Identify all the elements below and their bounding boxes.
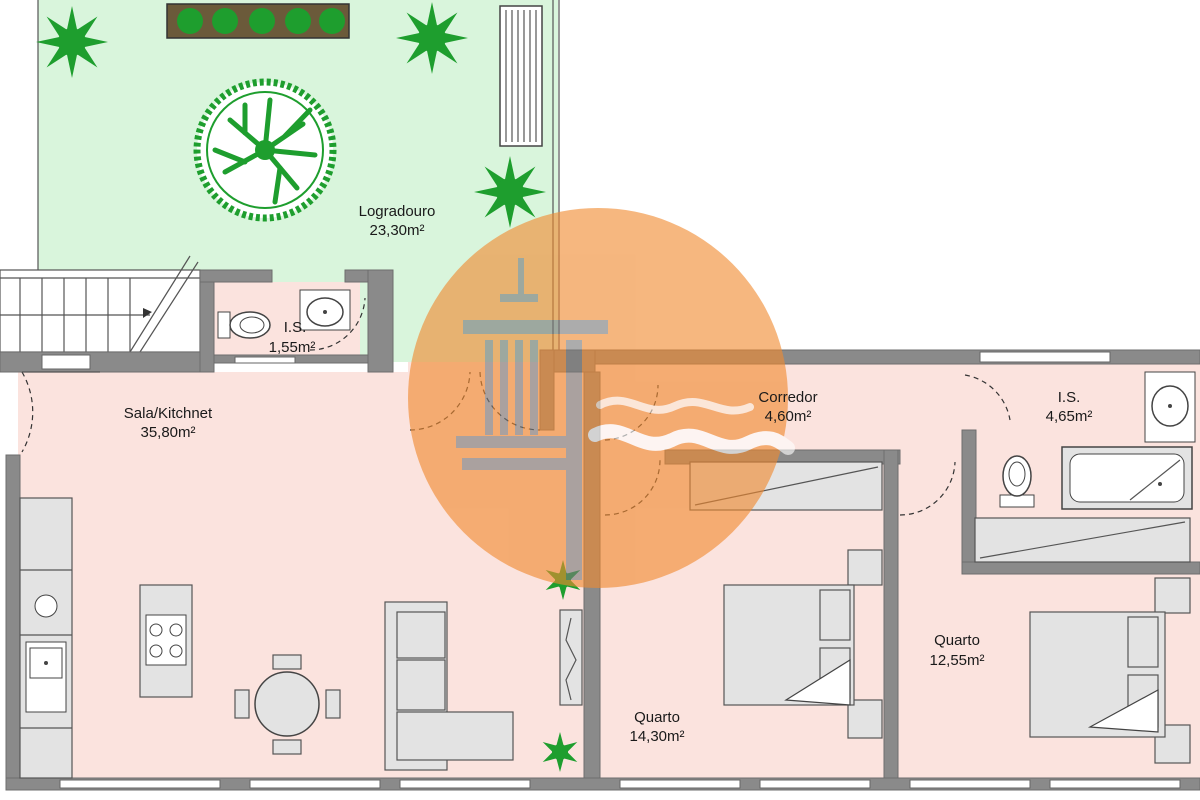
room-name: Quarto bbox=[934, 632, 980, 649]
dining-table bbox=[234, 654, 341, 755]
room-area: 35,80m² bbox=[140, 424, 195, 441]
plant-icon-top-left bbox=[36, 6, 108, 78]
room-quarto-right: Quarto 12,55m² bbox=[929, 632, 984, 669]
room-is-large: I.S. 4,65m² bbox=[1046, 389, 1093, 425]
cooktop-island bbox=[139, 584, 193, 698]
room-area: 12,55m² bbox=[929, 652, 984, 669]
room-name: I.S. bbox=[1058, 389, 1081, 406]
house-wave-logo-watermark bbox=[408, 208, 795, 588]
room-area: 4,60m² bbox=[765, 408, 812, 425]
sink-icon-large bbox=[1144, 371, 1196, 443]
room-name: Quarto bbox=[634, 709, 680, 726]
plant-icon-top-right bbox=[396, 2, 468, 74]
room-name: Sala/Kitchnet bbox=[124, 405, 213, 422]
room-name: I.S. bbox=[284, 319, 307, 336]
planter-box bbox=[166, 3, 350, 39]
stairs bbox=[0, 255, 201, 353]
room-corredor: Corredor 4,60m² bbox=[758, 389, 817, 425]
room-area: 4,65m² bbox=[1046, 408, 1093, 425]
bench bbox=[499, 5, 543, 147]
room-quarto-center: Quarto 14,30m² bbox=[629, 709, 684, 745]
wardrobe-right bbox=[974, 517, 1191, 563]
room-name: Logradouro bbox=[359, 203, 436, 220]
room-name: Corredor bbox=[758, 389, 817, 406]
kitchen-counter bbox=[19, 497, 73, 779]
bed-right bbox=[1029, 577, 1191, 764]
plant-icon-sala-bottom bbox=[542, 732, 578, 772]
windows bbox=[41, 351, 1181, 789]
room-area: 23,30m² bbox=[369, 222, 424, 239]
room-area: 14,30m² bbox=[629, 728, 684, 745]
tree-icon bbox=[193, 78, 337, 222]
room-is-small: I.S. 1,55m² bbox=[269, 319, 316, 356]
sink-icon-small bbox=[299, 289, 351, 331]
room-area: 1,55m² bbox=[269, 339, 316, 356]
toilet-icon-small bbox=[217, 311, 271, 339]
toilet-icon-large bbox=[999, 455, 1035, 508]
bed-center bbox=[723, 549, 883, 739]
bathtub-icon bbox=[1061, 446, 1193, 510]
plant-icon-right bbox=[474, 156, 546, 228]
sofa bbox=[384, 601, 514, 771]
room-logradouro: Logradouro 23,30m² bbox=[359, 203, 436, 239]
room-sala: Sala/Kitchnet 35,80m² bbox=[124, 405, 213, 441]
tv-unit bbox=[559, 609, 583, 706]
